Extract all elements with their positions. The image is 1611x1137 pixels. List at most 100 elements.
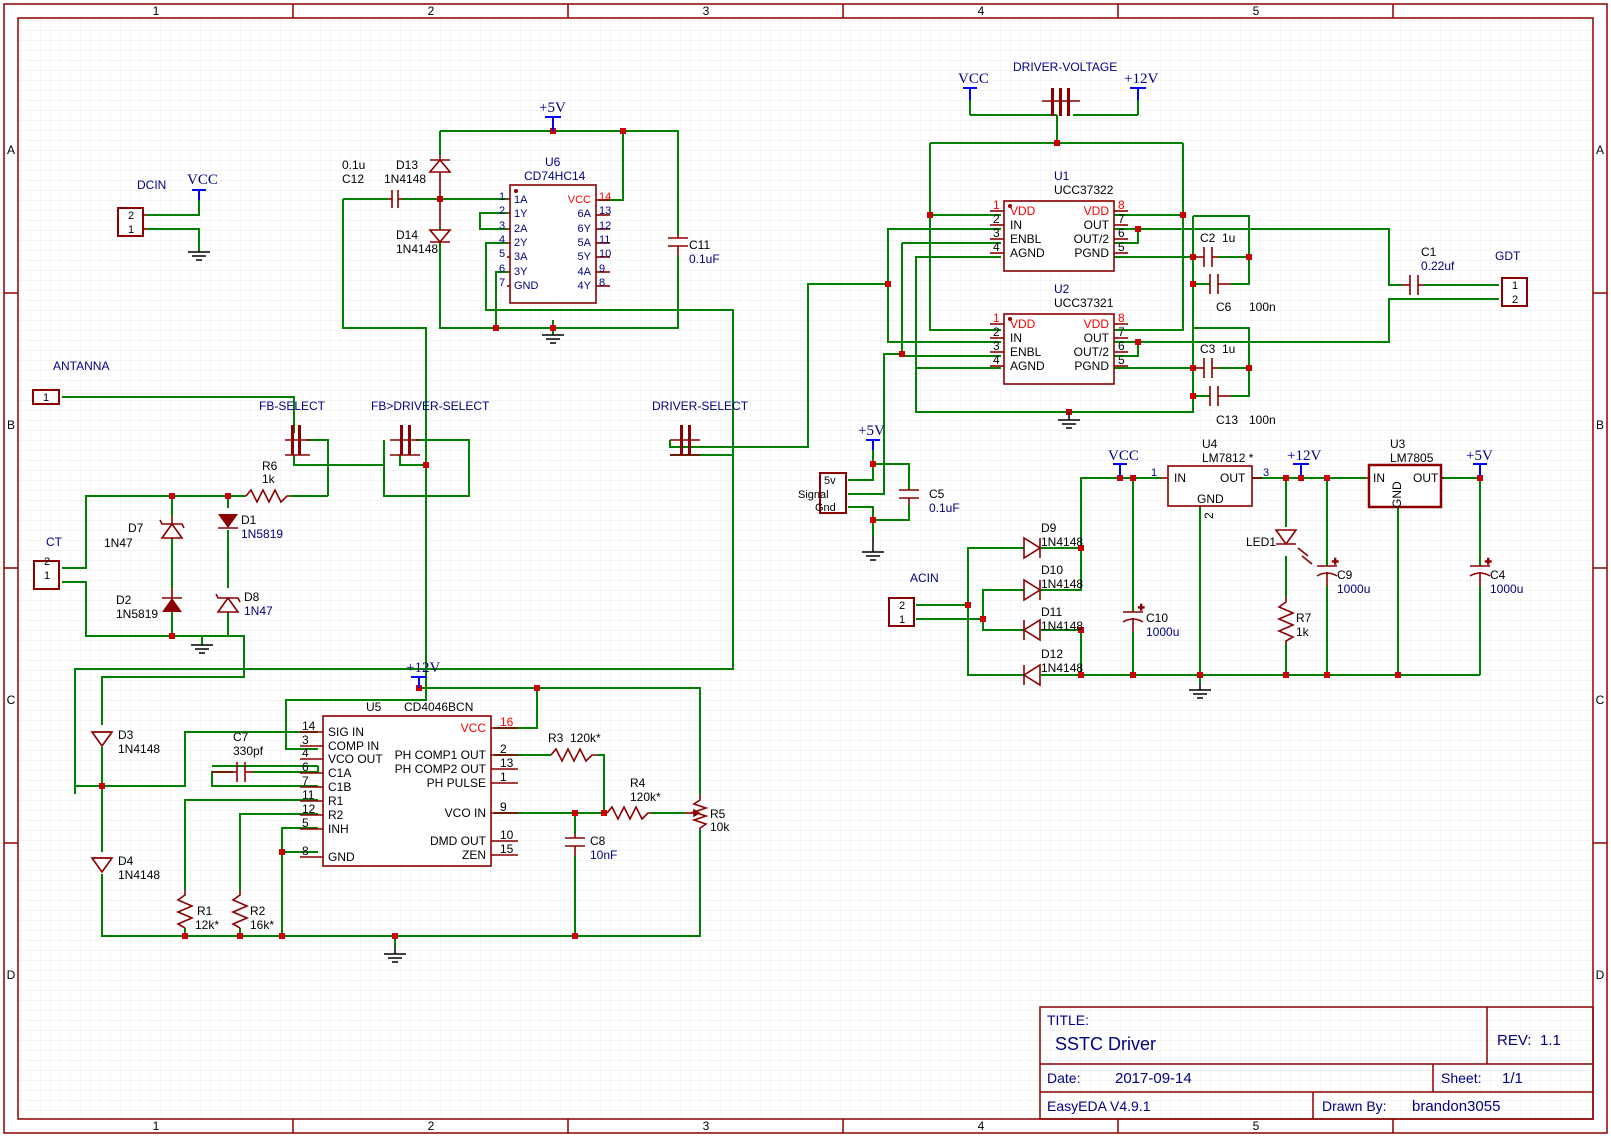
c12-value: 0.1u	[342, 158, 365, 172]
u1-value: UCC37322	[1054, 183, 1114, 197]
c6-ref: C6	[1216, 300, 1232, 314]
u5-pin-label-comp-in: COMP IN	[328, 739, 379, 753]
connector-gdt: 1 2	[1501, 277, 1528, 307]
acin-pin-1: 1	[899, 614, 905, 626]
u6-pin-num-6: 6	[499, 263, 505, 275]
u6-pin-label-2a: 2A	[514, 223, 528, 235]
d11-value: 1N4148	[1041, 619, 1083, 633]
d13-value: 1N4148	[384, 172, 426, 186]
r1-value: 12k*	[195, 918, 219, 932]
u6-pin-label-1a: 1A	[514, 194, 528, 206]
d8-value: 1N47	[244, 604, 273, 618]
d3-ref: D3	[118, 728, 134, 742]
u1-pin-num-5: 5	[1118, 240, 1125, 254]
d4-value: 1N4148	[118, 868, 160, 882]
u2-value: UCC37321	[1054, 296, 1114, 310]
u2-pin-label-enbl-l: ENBL	[1010, 345, 1042, 359]
electrolytic-c10: +	[1122, 601, 1145, 632]
capacitor-c13	[1209, 386, 1231, 406]
resistor-r7	[1276, 597, 1296, 644]
zener-d8	[215, 593, 241, 613]
u2-pin-label-pgnd-r: PGND	[1074, 359, 1109, 373]
u2-ref: U2	[1054, 282, 1070, 296]
resistor-r2	[230, 890, 250, 929]
ground-icon-reg	[1189, 683, 1211, 699]
u5-pin-label-ph-comp2-out: PH COMP2 OUT	[395, 762, 487, 776]
signal-pin-signal: Signal	[798, 489, 829, 501]
frame-col-2-bottom: 2	[428, 1119, 435, 1133]
rev-label: REV:	[1497, 1032, 1531, 1049]
frame-row-b: B	[7, 418, 15, 432]
title-value: SSTC Driver	[1055, 1034, 1156, 1054]
connector-antanna: 1	[32, 389, 60, 405]
u6-pin-label-2y: 2Y	[514, 237, 528, 249]
u1-pin-label-in-l: IN	[1010, 218, 1022, 232]
d8-ref: D8	[244, 590, 260, 604]
capacitor-c2	[1193, 247, 1218, 267]
u1-pin-label-vdd-r: VDD	[1084, 204, 1110, 218]
r3-value: 120k*	[570, 731, 601, 745]
vcc-symbol-reg	[1113, 463, 1127, 476]
r1-ref: R1	[197, 904, 213, 918]
capacitor-c8	[565, 834, 585, 856]
jumper-driver-voltage	[969, 88, 1139, 116]
u6-pin-num-14: 14	[599, 191, 611, 203]
capacitor-c7	[212, 762, 253, 782]
resistor-r6	[245, 488, 290, 504]
frame-col-5-bottom: 5	[1253, 1119, 1260, 1133]
c9-value: 1000u	[1337, 582, 1370, 596]
fb-select-label: FB-SELECT	[259, 399, 326, 413]
c9-ref: C9	[1337, 568, 1353, 582]
plus12v-label-u5: +12V	[406, 660, 440, 676]
u2-pin-label-agnd-l: AGND	[1010, 359, 1045, 373]
ground-icon-u6	[542, 334, 564, 344]
diode-d12	[1022, 663, 1041, 687]
u6-pin-label-5y: 5Y	[578, 251, 592, 263]
u5-pin-num-6: 6	[302, 760, 309, 774]
ic-u4	[1161, 465, 1262, 507]
capacitor-c5	[899, 489, 919, 505]
u1-pin-label-agnd-l: AGND	[1010, 246, 1045, 260]
frame-col-1: 1	[153, 4, 160, 18]
acin-label: ACIN	[910, 571, 939, 585]
u5-pin-num-5: 5	[302, 816, 309, 830]
u5-pin-num-1: 1	[500, 770, 507, 784]
u6-pin-label-4y: 4Y	[578, 280, 592, 292]
frame-row-a-right: A	[1596, 143, 1604, 157]
u6-pin-num-12: 12	[599, 220, 611, 232]
signal-pin-5v: 5v	[824, 475, 836, 487]
u2-pin-num-6: 6	[1118, 339, 1125, 353]
dcin-pin-1: 1	[128, 224, 134, 236]
sheet-label: Sheet:	[1441, 1070, 1481, 1086]
ct-pin-1: 1	[44, 570, 50, 582]
c10-value: 1000u	[1146, 625, 1179, 639]
u6-pin-num-13: 13	[599, 205, 611, 217]
ic-u3	[1366, 463, 1444, 509]
frame-row-a: A	[7, 143, 15, 157]
u6-pin-num-2: 2	[499, 205, 505, 217]
capacitor-c6	[1209, 274, 1231, 294]
ground-icon-ucc	[1058, 412, 1080, 429]
u4-pin-in-num: 1	[1151, 467, 1157, 479]
diode-d3	[90, 731, 114, 748]
u4-pin-out-num: 3	[1263, 467, 1269, 479]
antanna-pin-1: 1	[43, 392, 49, 404]
jumper-driver-select	[670, 425, 700, 456]
r5-value: 10k	[710, 820, 730, 834]
u4-gnd-label: GND	[1197, 492, 1224, 506]
r7-ref: R7	[1296, 611, 1312, 625]
u1-pin-num-6: 6	[1118, 226, 1125, 240]
u6-pin-num-9: 9	[599, 263, 605, 275]
u1-pin-label-out-2-r: OUT/2	[1074, 232, 1110, 246]
u3-gnd-label: GND	[1390, 481, 1404, 508]
frame-col-2: 2	[428, 4, 435, 18]
c1-value: 0.22uf	[1421, 259, 1455, 273]
resistor-r4	[606, 805, 651, 821]
u5-pin-label-ph-pulse: PH PULSE	[427, 776, 486, 790]
c8-ref: C8	[590, 834, 606, 848]
driver-voltage-label: DRIVER-VOLTAGE	[1013, 60, 1117, 74]
power-symbols: VCC +5V VCC +12V +5V VCC +12V +5V +12V	[187, 71, 1493, 688]
dcin-label: DCIN	[137, 178, 166, 192]
